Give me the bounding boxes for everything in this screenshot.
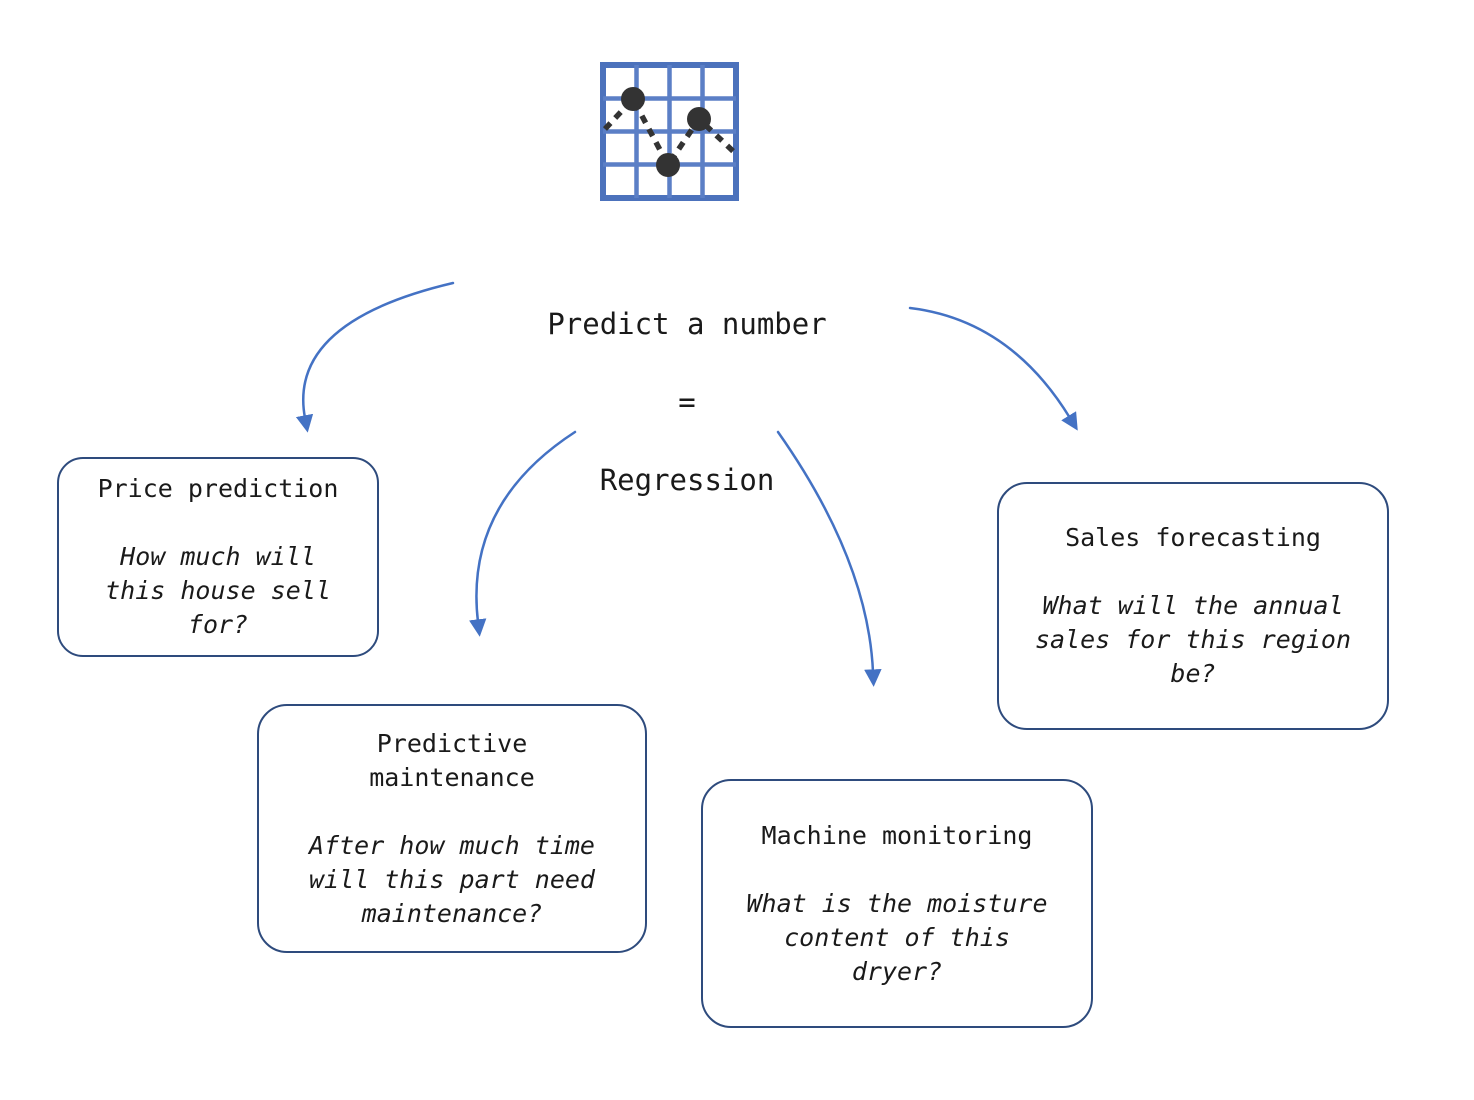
box-sales-forecasting: Sales forecasting What will the annual s… — [997, 482, 1389, 730]
box-predictive-maintenance: Predictive maintenance After how much ti… — [257, 704, 647, 953]
box-predictive-maintenance-title: Predictive maintenance — [369, 728, 535, 792]
box-sales-forecasting-question: What will the annual sales for this regi… — [1034, 591, 1352, 688]
box-machine-monitoring-question: What is the moisture content of this dry… — [746, 888, 1048, 986]
box-price-prediction-question: How much will this house sell for? — [105, 542, 331, 639]
center-label: Predict a number = Regression — [467, 266, 907, 539]
box-machine-monitoring: Machine monitoring What is the moisture … — [701, 779, 1093, 1028]
center-label-equals: = — [678, 385, 696, 419]
icon-data-point — [687, 107, 711, 131]
icon-trend-dashed-line — [602, 94, 736, 171]
arrow-to-price-prediction — [295, 281, 455, 433]
center-label-line1: Predict a number — [547, 307, 827, 341]
icon-data-point — [656, 153, 680, 177]
box-sales-forecasting-title: Sales forecasting — [1065, 523, 1321, 552]
box-price-prediction: Price prediction How much will this hous… — [57, 457, 379, 657]
icon-data-point — [621, 87, 645, 111]
center-label-line3: Regression — [599, 463, 775, 497]
box-predictive-maintenance-question: After how much time will this part need … — [309, 830, 595, 928]
box-machine-monitoring-title: Machine monitoring — [761, 820, 1033, 850]
arrow-to-sales-forecasting — [908, 306, 1078, 431]
scatter-line-chart-grid-icon — [600, 62, 739, 201]
icon-grid-lines — [603, 65, 736, 198]
box-price-prediction-title: Price prediction — [97, 474, 339, 503]
